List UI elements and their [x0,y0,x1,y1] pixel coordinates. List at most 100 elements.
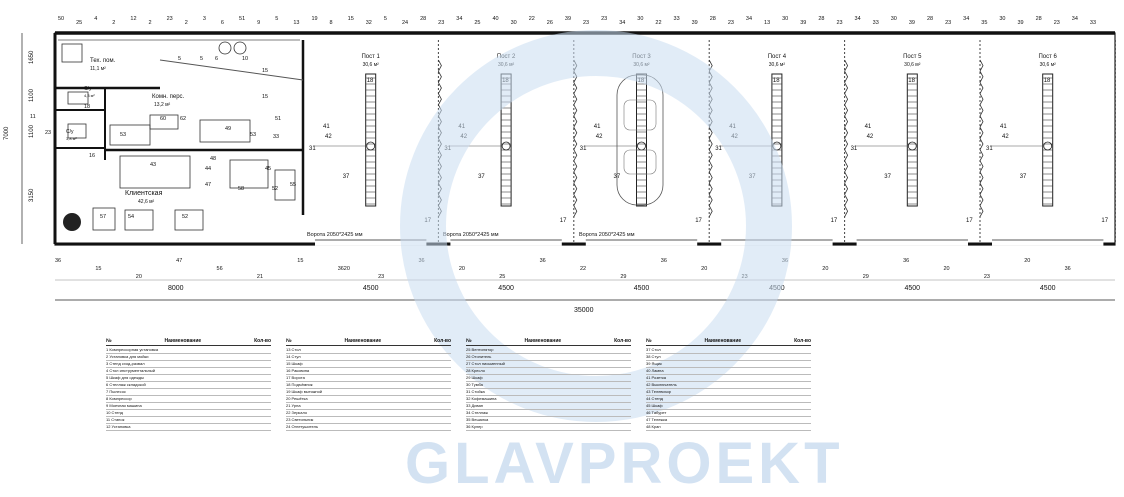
table-row: 23 Светильник [286,417,451,424]
equipment-label: 42 [867,134,874,140]
equipment-label: 18 [1044,78,1051,84]
bottom-callout: 36 [418,258,424,264]
table-row: 44 Стенд [646,396,811,403]
bottom-callout: 3620 [338,266,350,272]
top-callout: 25 [76,20,82,26]
bottom-callout: 36 [903,258,909,264]
equipment-label: 42 [1002,134,1009,140]
table-row: 29 Шкаф [466,375,631,382]
dryer-icon [233,41,247,55]
top-callout: 4 [94,16,97,22]
room-staff-name: Комн. перс. [152,94,185,100]
table-row: 10 Стенд [106,410,271,417]
top-callout: 28 [818,16,824,22]
toilet-fixture [67,91,89,105]
top-callout: 28 [710,16,716,22]
equipment-label: 41 [458,124,465,130]
car-outline [616,74,664,206]
bottom-callout: 23 [984,274,990,280]
equipment-label: 37 [343,174,350,180]
bottom-callout: 36 [55,258,61,264]
top-callout: 30 [511,20,517,26]
table-cell: 32 Кофемашина [466,396,497,401]
table-cell: 30 Тумба [466,382,483,387]
top-callout: 32 [366,20,372,26]
table-row: 20 Решётка [286,396,451,403]
equipment-label: 42 [731,134,738,140]
table-cell: 2 Установка для мойки [106,354,149,359]
lift-pivot [637,141,646,151]
room-client-name: Клиентская [125,190,163,197]
room-tech-name: Тех. пом. [90,58,116,64]
plant-icon [63,213,81,231]
table-row: 17 Ворота [286,375,451,382]
post-area: 30,6 м² [498,62,515,68]
table-cell: 44 Стенд [646,396,664,401]
top-callout: 19 [311,16,317,22]
table-row: 19 Шкаф вытяжной [286,389,451,396]
table-cell: 11 Станок [106,417,125,422]
row-dim-3: 1100 [29,124,35,138]
table-row: 18 Подъёмник [286,382,451,389]
table-row: 27 Стол письменный [466,361,631,368]
equipment-label: 41 [594,124,601,130]
equipment-label: 31 [444,146,451,152]
table-cell: 35 Вешалка [466,417,489,422]
equipment-label: 37 [1020,174,1027,180]
table-cell: 16 Раковина [286,368,310,373]
table-row: 34 Стеллаж [466,410,631,417]
table-cell: 21 Урна [286,403,301,408]
lift-pivot [907,141,917,151]
interior-callout: 43 [150,162,156,168]
top-callout: 34 [619,20,625,26]
top-callout: 35 [981,20,987,26]
bay-number: 17 [695,218,702,224]
equipment-label: 18 [502,78,509,84]
interior-callout: 49 [225,126,231,132]
bottom-callout: 22 [580,266,586,272]
table-cell: 26 Отопитель [466,354,492,359]
sofa [119,155,191,189]
table-cell: 4 Стол инструментальный [106,368,155,373]
table-row: 31 Стойка [466,389,631,396]
table-cell: 31 Стойка [466,389,485,394]
table-cell: 5 Шкаф для одежды [106,375,144,380]
post-area: 30,6 м² [769,62,786,68]
top-callout: 39 [1017,20,1023,26]
equipment-label: 41 [323,124,330,130]
equipment-label: 42 [460,134,467,140]
interior-callout: 54 [128,214,134,220]
row-dim-4: 3150 [29,188,35,202]
interior-callout: 48 [210,156,216,162]
bottom-callout: 36 [1065,266,1071,272]
top-callout: 2 [112,20,115,26]
client-chair-1 [92,207,116,231]
table-row: 28 Кресло [466,368,631,375]
top-callout: 23 [583,20,589,26]
room-staff-area: 13,2 м² [154,102,171,108]
top-callout: 28 [420,16,426,22]
interior-callout: 44 [205,166,211,172]
lift-ramp [1042,73,1054,207]
interior-callout: 15 [262,68,268,74]
table-cell: 24 Огнетушитель [286,424,319,429]
table-row: 46 Табурет [646,410,811,417]
interior-callout: 15 [262,94,268,100]
equipment-label: 18 [773,78,780,84]
table-cell: 25 Вентилятор [466,347,494,352]
table-row: 7 Пылесос [106,389,271,396]
top-callout: 6 [221,20,224,26]
bottom-callout: 36 [540,258,546,264]
table-row: 48 Кран [646,424,811,431]
top-callout: 23 [438,20,444,26]
interior-callout: 10 [242,56,248,62]
table-row: 30 Тумба [466,382,631,389]
interior-callout: 5 [178,56,181,62]
post-name: Пост 3 [632,54,651,60]
top-callout: 22 [655,20,661,26]
table-row: 47 Тележка [646,417,811,424]
